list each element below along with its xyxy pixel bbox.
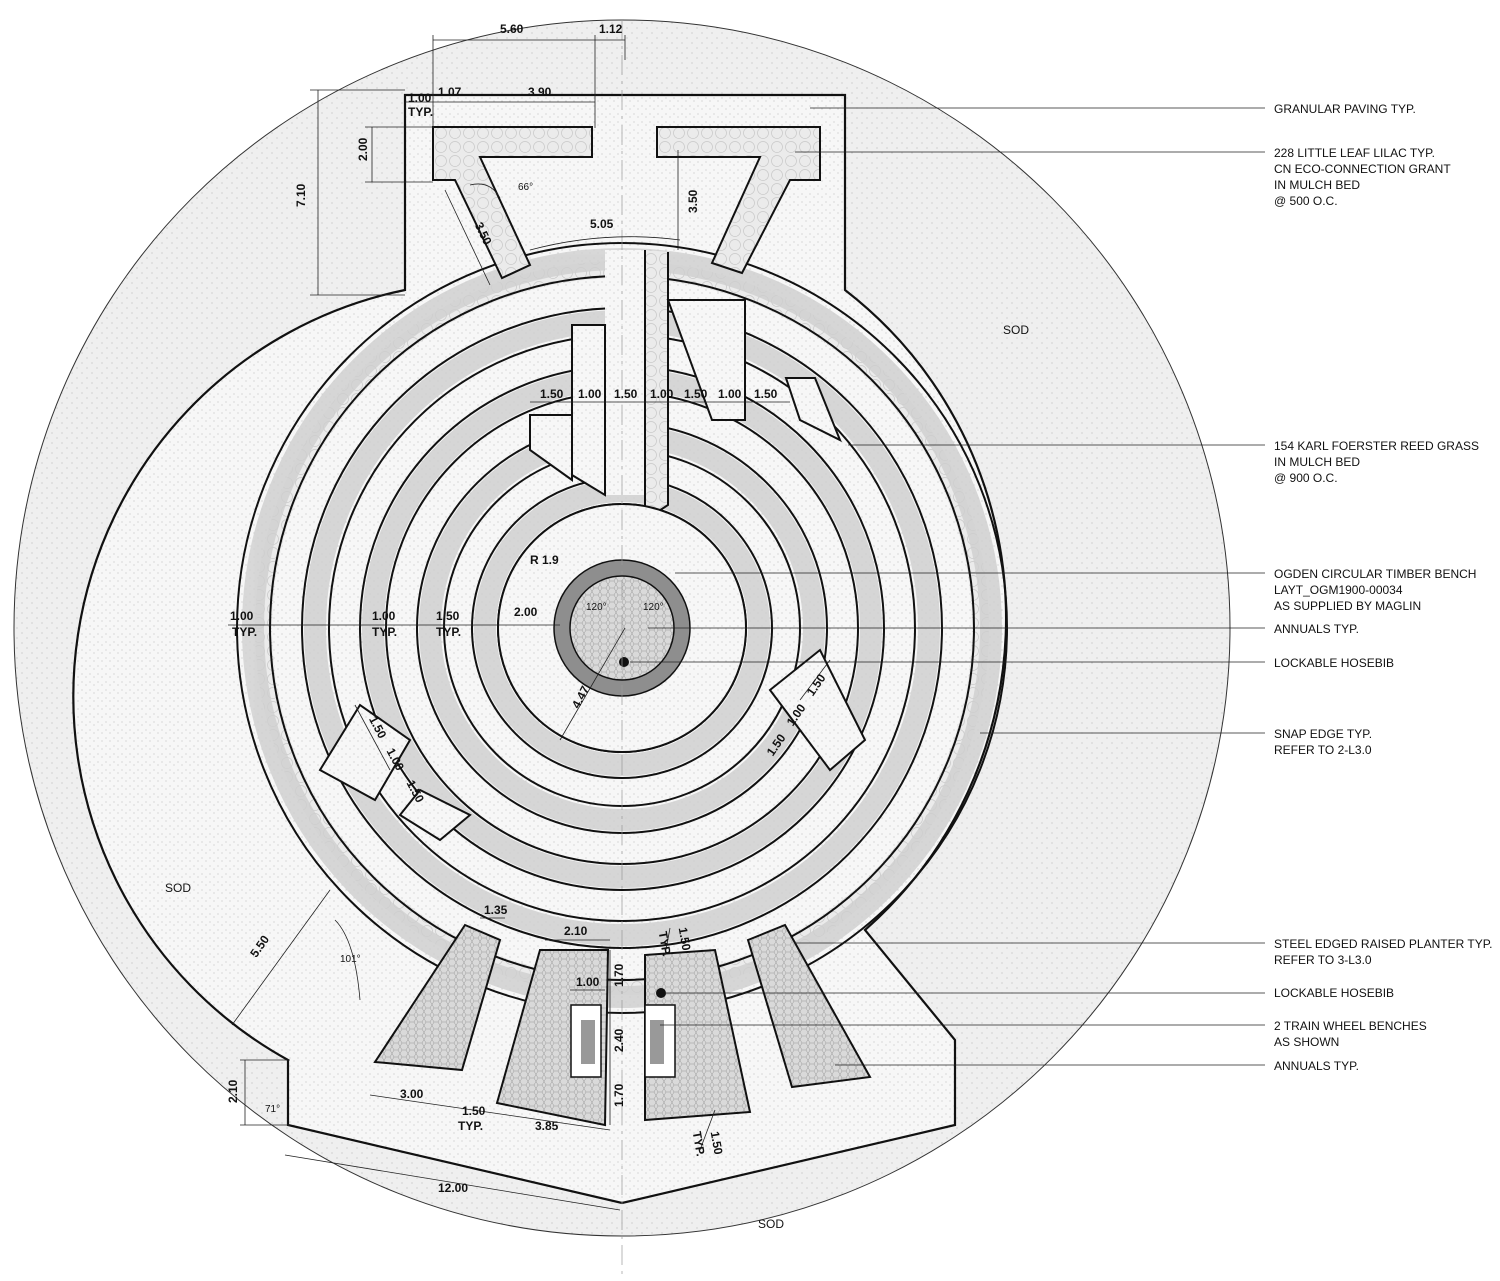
callout-lilac-line-0: 228 LITTLE LEAF LILAC TYP. — [1274, 146, 1435, 160]
svg-text:1.00: 1.00 — [650, 387, 674, 401]
svg-text:1.50: 1.50 — [676, 926, 694, 952]
svg-text:1.35: 1.35 — [484, 903, 508, 917]
svg-text:3.85: 3.85 — [535, 1119, 559, 1133]
callout-reed-grass-line-1: IN MULCH BED — [1274, 455, 1360, 469]
svg-text:1.50: 1.50 — [754, 387, 778, 401]
callout-lilac-line-3: @ 500 O.C. — [1274, 194, 1338, 208]
callout-reed-grass-line-2: @ 900 O.C. — [1274, 471, 1338, 485]
svg-text:1.70: 1.70 — [612, 963, 626, 987]
svg-text:120°: 120° — [586, 602, 607, 613]
svg-text:1.00: 1.00 — [576, 975, 600, 989]
svg-text:7.10: 7.10 — [294, 183, 308, 207]
svg-text:TYP.: TYP. — [690, 1130, 708, 1157]
callout-annuals-south-line-0: ANNUALS TYP. — [1274, 1059, 1359, 1073]
svg-text:1.50: 1.50 — [436, 609, 460, 623]
svg-text:1.00: 1.00 — [372, 609, 396, 623]
callout-granular-paving-line-0: GRANULAR PAVING TYP. — [1274, 102, 1416, 116]
callout-snap-edge-line-0: SNAP EDGE TYP. — [1274, 727, 1372, 741]
svg-text:TYP.: TYP. — [458, 1119, 483, 1133]
callout-raised-planter-line-1: REFER TO 3-L3.0 — [1274, 953, 1372, 967]
callout-hosebib-center-line-0: LOCKABLE HOSEBIB — [1274, 656, 1394, 670]
svg-text:1.50: 1.50 — [540, 387, 564, 401]
callout-reed-grass-line-0: 154 KARL FOERSTER REED GRASS — [1274, 439, 1479, 453]
train-wheel-benches[interactable] — [570, 1004, 676, 1078]
callout-lilac-line-2: IN MULCH BED — [1274, 178, 1360, 192]
callout-annuals-center-line-0: ANNUALS TYP. — [1274, 622, 1359, 636]
callout-snap-edge-line-1: REFER TO 2-L3.0 — [1274, 743, 1372, 757]
svg-text:TYP.: TYP. — [656, 930, 674, 957]
svg-text:120°: 120° — [643, 602, 664, 613]
svg-text:TYP.: TYP. — [232, 625, 257, 639]
hosebib-center-icon[interactable] — [619, 657, 629, 667]
raised-planters — [373, 923, 872, 1127]
svg-text:R 1.9: R 1.9 — [530, 553, 559, 567]
callout-timber-bench-line-2: AS SUPPLIED BY MAGLIN — [1274, 599, 1421, 613]
sod-label-bottom: SOD — [758, 1217, 784, 1231]
svg-text:1.00: 1.00 — [578, 387, 602, 401]
callout-hosebib-south-line-0: LOCKABLE HOSEBIB — [1274, 986, 1394, 1000]
svg-text:1.12: 1.12 — [599, 22, 623, 36]
svg-text:1.00: 1.00 — [230, 609, 254, 623]
svg-text:TYP.: TYP. — [436, 625, 461, 639]
svg-text:TYP.: TYP. — [372, 625, 397, 639]
svg-text:TYP.: TYP. — [408, 105, 433, 119]
svg-text:5.05: 5.05 — [590, 217, 614, 231]
sod-label-right: SOD — [1003, 323, 1029, 337]
leader-lines — [630, 107, 1265, 1066]
svg-text:5.60: 5.60 — [500, 22, 524, 36]
top-entrance — [432, 126, 821, 522]
svg-text:1.07: 1.07 — [438, 85, 462, 99]
callout-lilac-line-1: CN ECO-CONNECTION GRANT — [1274, 162, 1451, 176]
callout-raised-planter-line-0: STEEL EDGED RAISED PLANTER TYP. — [1274, 937, 1493, 951]
svg-text:2.10: 2.10 — [564, 924, 588, 938]
svg-text:1.50: 1.50 — [614, 387, 638, 401]
svg-text:71°: 71° — [265, 1104, 280, 1115]
callout-timber-bench-line-0: OGDEN CIRCULAR TIMBER BENCH — [1274, 567, 1476, 581]
callout-train-benches-line-1: AS SHOWN — [1274, 1035, 1339, 1049]
radial-gaps — [318, 299, 867, 842]
svg-text:101°: 101° — [340, 954, 361, 965]
dimension-lines — [228, 35, 831, 1211]
sod-label-left: SOD — [165, 881, 191, 895]
svg-text:3.90: 3.90 — [528, 85, 552, 99]
hosebib-south-icon[interactable] — [656, 988, 666, 998]
callout-train-benches-line-0: 2 TRAIN WHEEL BENCHES — [1274, 1019, 1427, 1033]
svg-text:1.50: 1.50 — [462, 1104, 486, 1118]
svg-text:1.50: 1.50 — [708, 1130, 726, 1156]
svg-text:1.00: 1.00 — [408, 91, 432, 105]
svg-text:66°: 66° — [518, 182, 533, 193]
svg-text:1.70: 1.70 — [612, 1083, 626, 1107]
svg-text:2.10: 2.10 — [226, 1079, 240, 1103]
svg-text:2.00: 2.00 — [514, 605, 538, 619]
svg-text:2.40: 2.40 — [612, 1028, 626, 1052]
callout-timber-bench-line-1: LAYT_OGM1900-00034 — [1274, 583, 1403, 597]
svg-text:2.00: 2.00 — [356, 137, 370, 161]
svg-text:12.00: 12.00 — [438, 1181, 468, 1195]
svg-text:1.00: 1.00 — [718, 387, 742, 401]
svg-text:3.00: 3.00 — [400, 1087, 424, 1101]
callout-labels: GRANULAR PAVING TYP. 228 LITTLE LEAF LILA… — [1274, 102, 1493, 1073]
svg-text:3.50: 3.50 — [686, 189, 700, 213]
svg-text:1.50: 1.50 — [684, 387, 708, 401]
